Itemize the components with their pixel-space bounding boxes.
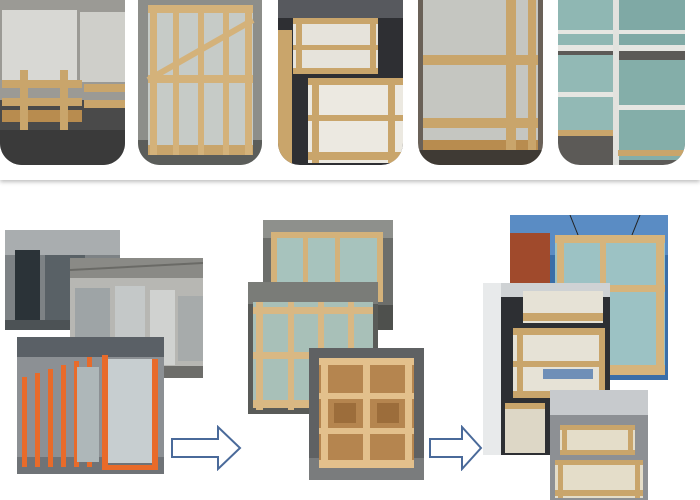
arrow-right-icon (428, 425, 483, 471)
photo-crates-stacked (550, 390, 648, 500)
arrow-right-icon (170, 425, 242, 471)
photo-closed-wooden-box (309, 348, 424, 480)
photo-crate-side (418, 0, 543, 165)
photo-crates-in-container (278, 0, 403, 165)
photo-glass-in-cases (558, 0, 685, 165)
photo-glass-in-crate (138, 0, 262, 165)
photo-orange-racks (17, 337, 164, 474)
photo-glass-on-pallets (0, 0, 125, 165)
